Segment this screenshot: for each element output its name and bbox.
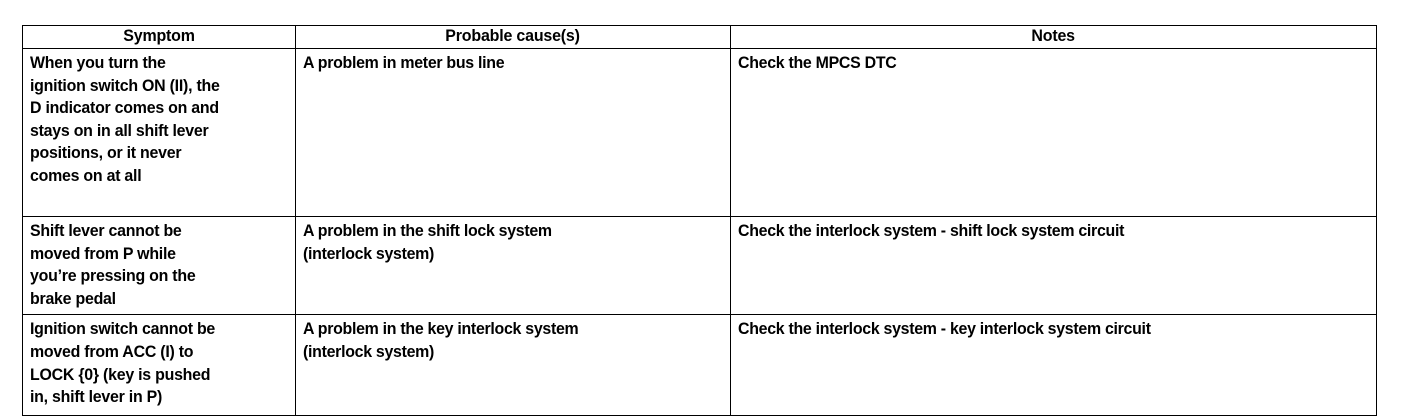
cell-notes-text: Check the MPCS DTC: [738, 54, 897, 72]
cell-notes: Check the interlock system - key interlo…: [730, 314, 1377, 416]
cell-symptom-text: Shift lever cannot be moved from P while…: [30, 222, 196, 308]
troubleshooting-table-wrapper: Symptom Probable cause(s) Notes When you…: [22, 25, 1377, 416]
cell-probable-cause-text: A problem in meter bus line: [303, 54, 505, 72]
column-header-symptom-label: Symptom: [123, 26, 195, 45]
column-header-notes-label: Notes: [1031, 26, 1076, 45]
cell-symptom: Shift lever cannot be moved from P while…: [22, 215, 296, 316]
cell-notes-text: Check the interlock system - shift lock …: [738, 222, 1125, 240]
column-header-notes: Notes: [730, 25, 1377, 49]
cell-notes: Check the interlock system - shift lock …: [730, 215, 1377, 316]
cell-symptom-text: Ignition switch cannot be moved from ACC…: [30, 320, 216, 407]
cell-notes-text: Check the interlock system - key interlo…: [738, 320, 1151, 339]
cell-probable-cause: A problem in meter bus line: [295, 48, 731, 217]
troubleshooting-table: Symptom Probable cause(s) Notes When you…: [22, 25, 1377, 416]
column-header-symptom: Symptom: [22, 25, 296, 49]
table-row: Ignition switch cannot be moved from ACC…: [22, 314, 1377, 416]
cell-probable-cause: A problem in the key interlock system (i…: [295, 314, 731, 416]
cell-notes: Check the MPCS DTC: [730, 48, 1377, 217]
column-header-probable-cause-label: Probable cause(s): [445, 26, 581, 45]
column-header-probable-cause: Probable cause(s): [295, 25, 731, 49]
cell-probable-cause-text: A problem in the shift lock system (inte…: [303, 222, 552, 263]
cell-symptom: Ignition switch cannot be moved from ACC…: [22, 314, 296, 416]
cell-symptom: When you turn the ignition switch ON (II…: [22, 48, 296, 217]
cell-probable-cause-text: A problem in the key interlock system (i…: [303, 320, 579, 361]
cell-symptom-text: When you turn the ignition switch ON (II…: [30, 54, 220, 185]
cell-probable-cause: A problem in the shift lock system (inte…: [295, 215, 731, 316]
table-row: Shift lever cannot be moved from P while…: [22, 215, 1377, 316]
table-header-row: Symptom Probable cause(s) Notes: [22, 25, 1377, 49]
table-row: When you turn the ignition switch ON (II…: [22, 48, 1377, 217]
